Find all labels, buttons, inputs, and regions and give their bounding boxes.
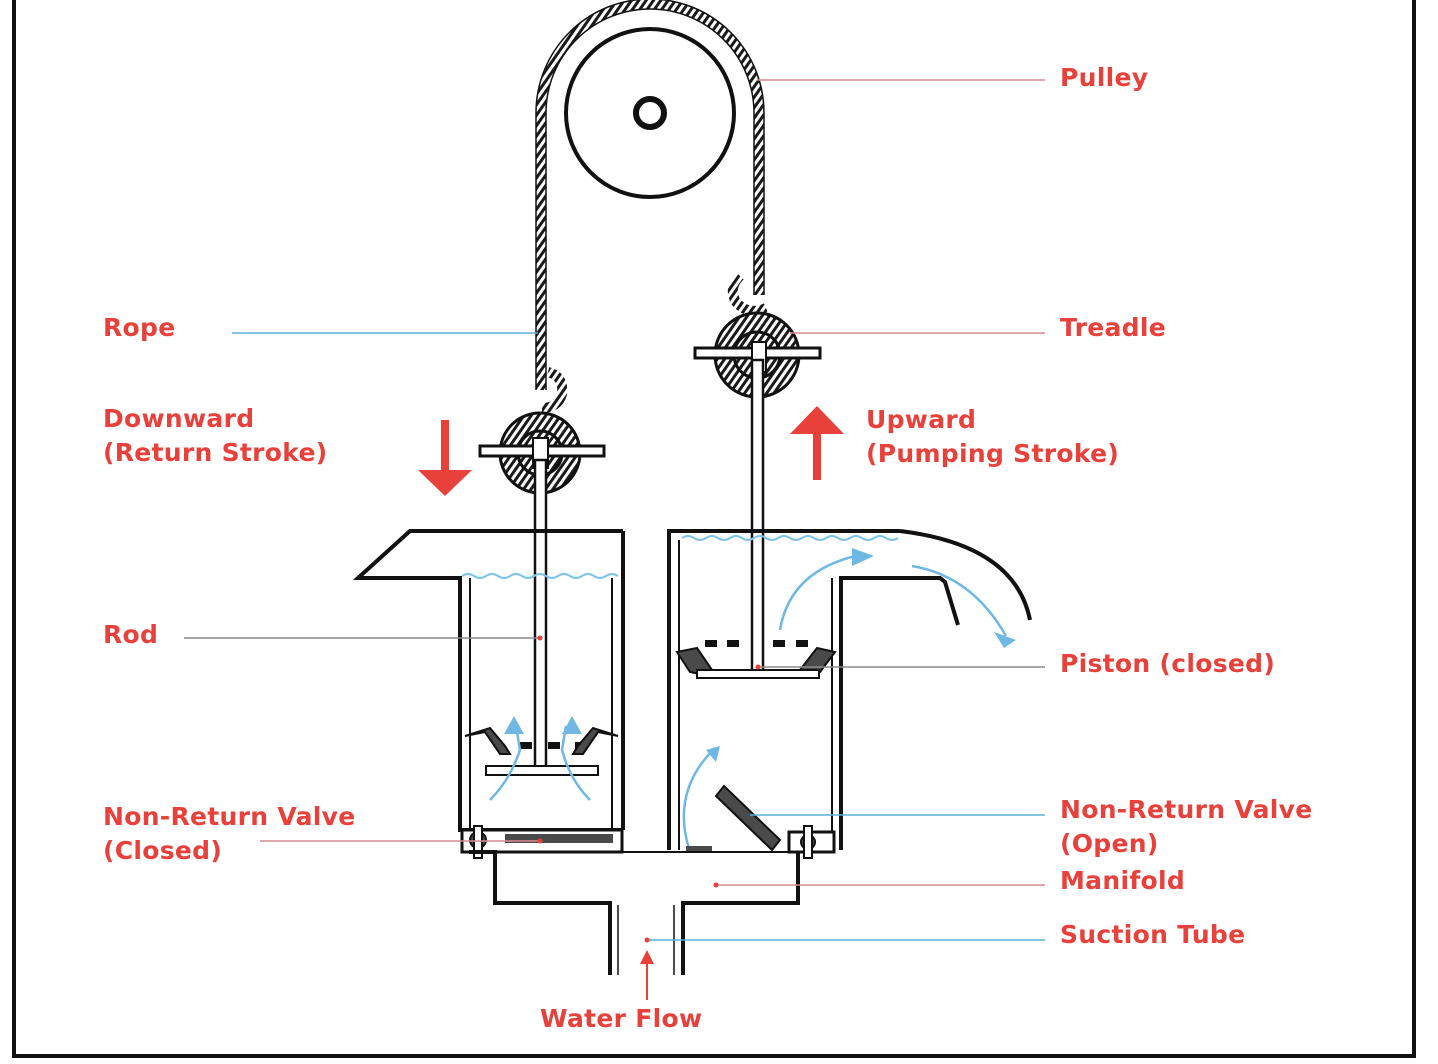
- downward-arrow: [418, 420, 472, 496]
- right-water-surface: [681, 535, 899, 541]
- label-piston: Piston (closed): [1060, 649, 1276, 678]
- label-upward: Upward (Pumping Stroke): [866, 403, 1119, 471]
- label-nrv-closed-line2: (Closed): [103, 836, 223, 865]
- right-valve-open: [686, 784, 836, 859]
- label-upward-line1: Upward: [866, 405, 977, 434]
- flow-arrowheads: [504, 548, 1016, 762]
- label-treadle: Treadle: [1060, 313, 1166, 342]
- label-rod: Rod: [103, 620, 159, 649]
- label-manifold: Manifold: [1060, 866, 1186, 895]
- label-nrv-open: Non-Return Valve (Open): [1060, 793, 1313, 861]
- leader-dots: [537, 635, 761, 943]
- water-flow-arrow: [640, 950, 654, 1000]
- right-treadle-knot: [693, 272, 822, 399]
- label-pulley: Pulley: [1060, 63, 1149, 92]
- flow-arrows: [489, 553, 1008, 853]
- pulley-axle: [633, 96, 667, 130]
- leader-lines: [184, 79, 1045, 941]
- label-rope: Rope: [103, 313, 176, 342]
- label-nrv-closed: Non-Return Valve (Closed): [103, 800, 356, 868]
- label-water-flow: Water Flow: [540, 1004, 703, 1033]
- page-border: [12, 0, 1416, 1058]
- right-cylinder: [667, 529, 1032, 850]
- right-rod: [750, 358, 765, 678]
- left-water-surface: [461, 573, 619, 579]
- label-downward-line1: Downward: [103, 404, 255, 433]
- label-nrv-closed-line1: Non-Return Valve: [103, 802, 356, 831]
- left-rod: [533, 458, 548, 774]
- manifold: [469, 850, 800, 975]
- pulley: [564, 27, 736, 199]
- rope: [536, 0, 764, 390]
- label-suction-tube: Suction Tube: [1060, 920, 1246, 949]
- right-piston: [675, 640, 837, 679]
- label-nrv-open-line2: (Open): [1060, 829, 1159, 858]
- label-nrv-open-line1: Non-Return Valve: [1060, 795, 1313, 824]
- label-downward: Downward (Return Stroke): [103, 402, 328, 470]
- upward-arrow: [790, 406, 844, 480]
- left-piston: [464, 726, 619, 776]
- label-downward-line2: (Return Stroke): [103, 438, 328, 467]
- label-upward-line2: (Pumping Stroke): [866, 439, 1120, 468]
